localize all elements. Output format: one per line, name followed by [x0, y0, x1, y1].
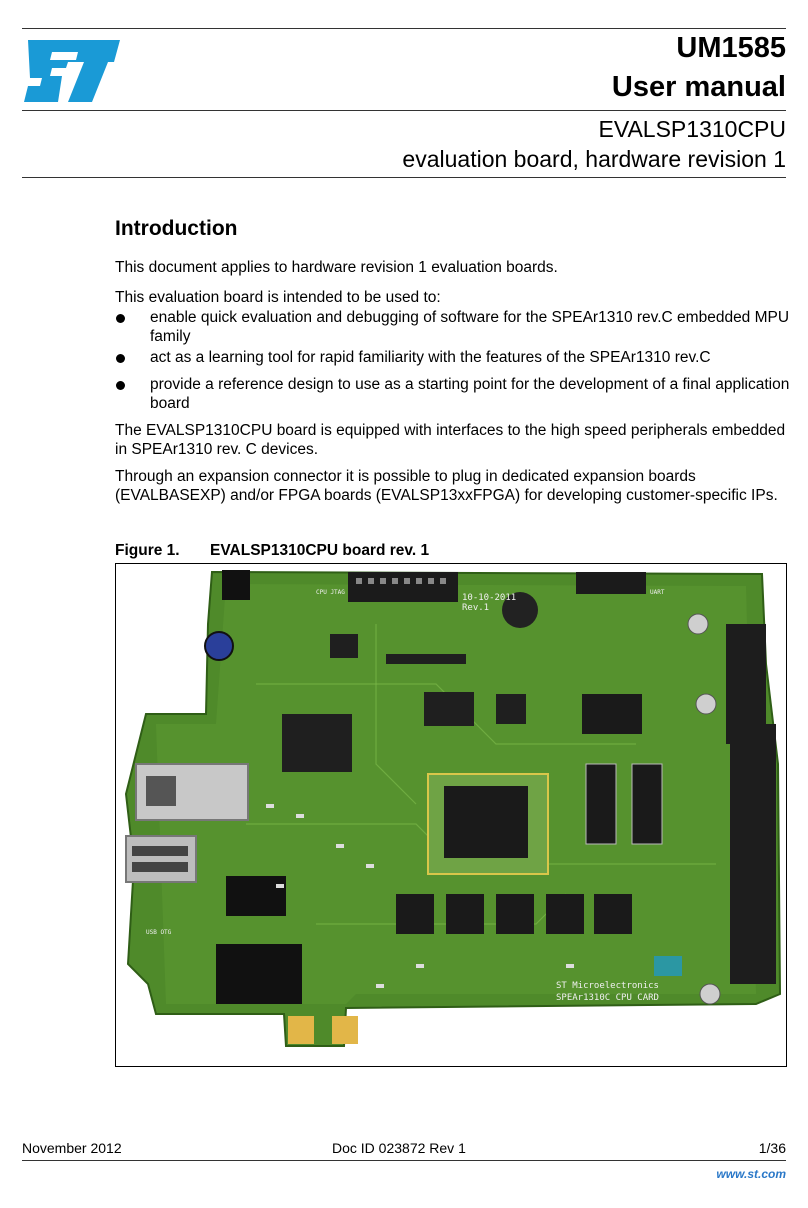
bullet-icon [116, 314, 125, 323]
jtag-label: CPU JTAG [316, 589, 345, 596]
figure-title: EVALSP1310CPU board rev. 1 [210, 542, 430, 559]
subtitle-line-2: evaluation board, hardware revision 1 [402, 146, 786, 172]
board-rev-label: Rev.1 [462, 603, 489, 613]
subtitle-line-1: EVALSP1310CPU [598, 116, 786, 142]
section-heading: Introduction [115, 217, 238, 240]
bullet-item-2: act as a learning tool for rapid familia… [150, 349, 711, 366]
figure-frame: 10-10-2011 Rev.1 CPU JTAG UART USB OTG S… [115, 563, 787, 1067]
usb-otg-label: USB OTG [146, 929, 172, 936]
footer-url-link[interactable]: www.st.com [716, 1167, 786, 1181]
document-type: User manual [611, 71, 786, 103]
bullet-item-3: provide a reference design to use as a s… [150, 376, 790, 412]
uart-label: UART [650, 589, 665, 596]
header-rule [22, 110, 786, 111]
board-brand-line-2: SPEAr1310C CPU CARD [556, 993, 659, 1003]
footer-page-number: 1/36 [758, 1140, 786, 1156]
intro-paragraph-4: Through an expansion connector it is pos… [115, 468, 778, 504]
footer-date: November 2012 [22, 1140, 122, 1156]
intro-paragraph-3: The EVALSP1310CPU board is equipped with… [115, 422, 786, 458]
board-date-label: 10-10-2011 [462, 593, 516, 603]
footer-doc-id: Doc ID 023872 Rev 1 [332, 1140, 466, 1156]
intro-paragraph-1: This document applies to hardware revisi… [115, 259, 558, 276]
intro-paragraph-2: This evaluation board is intended to be … [115, 289, 441, 306]
bullet-item-1: enable quick evaluation and debugging of… [150, 309, 790, 345]
top-rule [22, 28, 786, 29]
figure-caption: Figure 1. EVALSP1310CPU board rev. 1 [115, 542, 429, 560]
st-logo [24, 40, 120, 102]
bullet-icon [116, 354, 125, 363]
figure-number: Figure 1. [115, 542, 180, 559]
header-bottom-rule [22, 177, 786, 178]
footer-rule [22, 1160, 786, 1161]
board-brand-line-1: ST Microelectronics [556, 981, 659, 991]
document-id: UM1585 [676, 32, 786, 64]
board-photo: 10-10-2011 Rev.1 CPU JTAG UART USB OTG S… [124, 570, 782, 1047]
bullet-icon [116, 381, 125, 390]
